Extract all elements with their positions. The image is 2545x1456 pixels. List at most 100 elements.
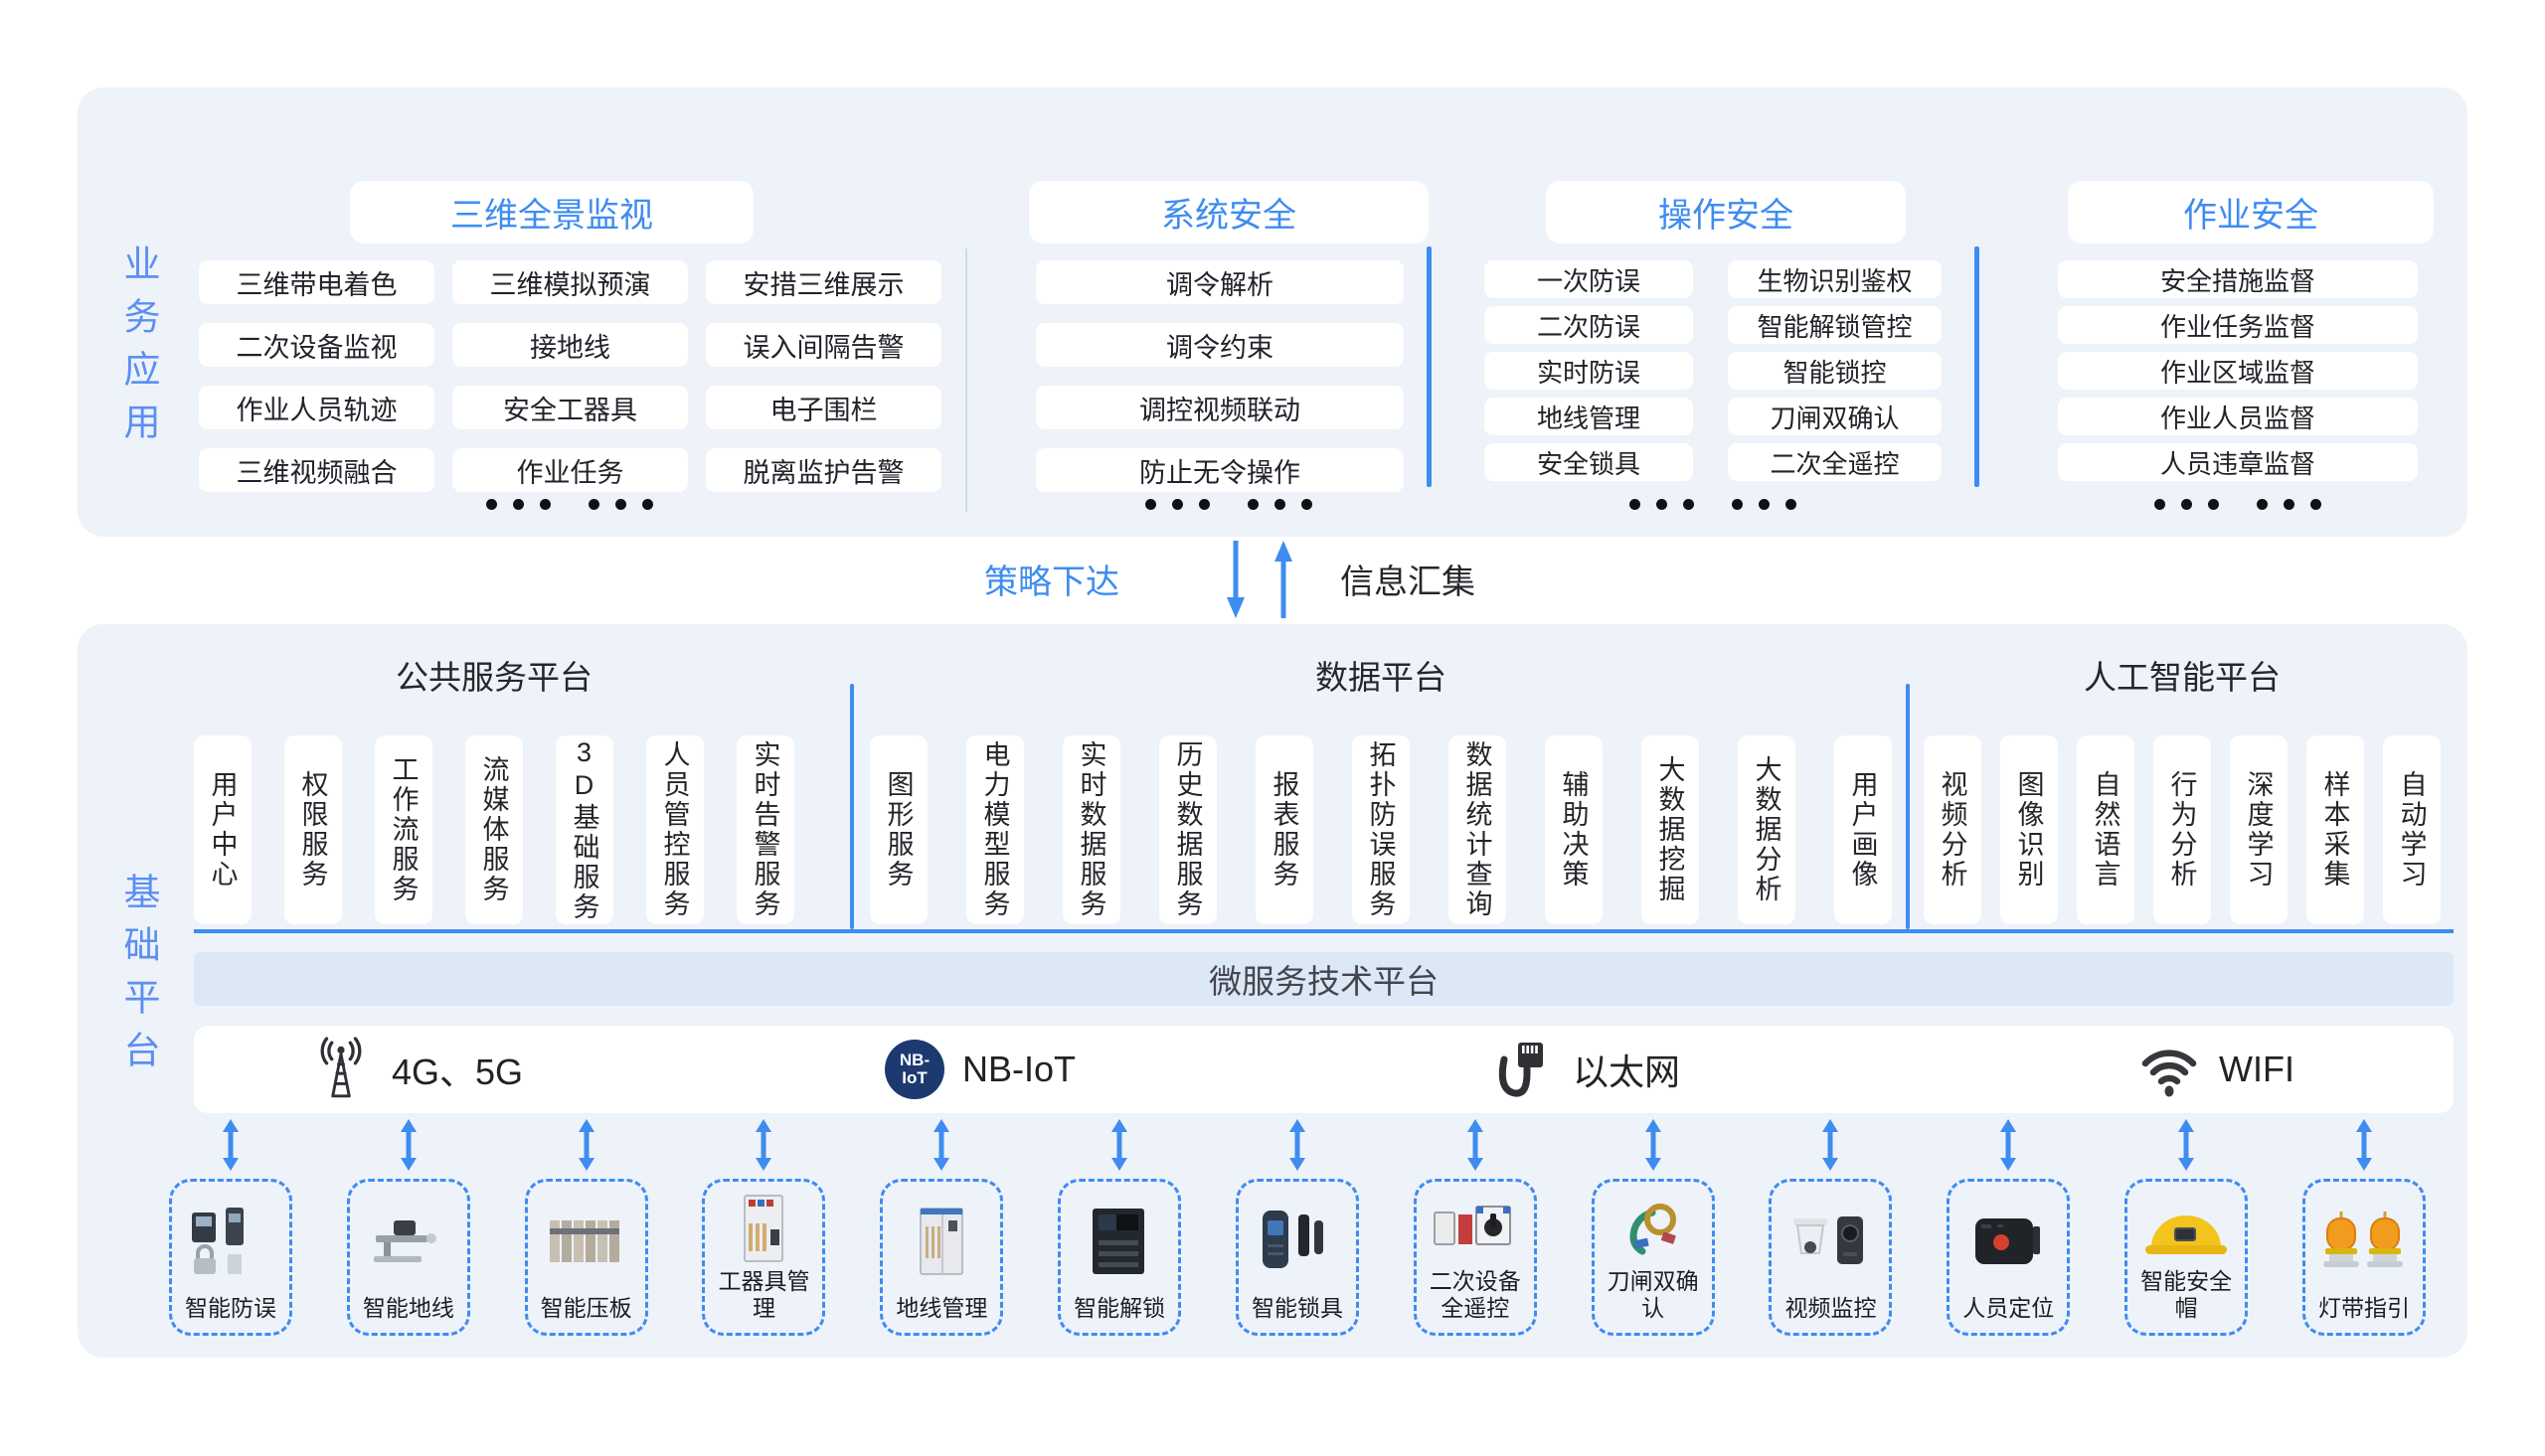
device-label: 工器具管理 <box>718 1268 810 1321</box>
group-title-operation-safety: 操作安全 <box>1546 181 1906 243</box>
device-box: 视频监控 <box>1769 1179 1893 1336</box>
device-photo-anti-misoperation <box>186 1190 275 1295</box>
platform-title-data-platform: 数据平台 <box>1315 659 1446 696</box>
device-row: 智能防误 智能地线 <box>169 1119 2426 1336</box>
group-item: 作业人员监督 <box>2058 398 2418 435</box>
network-label: 以太网 <box>1573 1052 1681 1092</box>
group-item: 误入间隔告警 <box>706 323 941 367</box>
group-item: 防止无令操作 <box>1036 448 1404 492</box>
group-item: 生物识别鉴权 <box>1728 260 1942 298</box>
device-box: 智能安全帽 <box>2124 1179 2249 1336</box>
device-photo-smart-ground-wire <box>364 1190 453 1295</box>
base-platform-panel: 基础平台 公共服务平台 数据平台 人工智能平台 用户中心权限服务工作流服务流媒体… <box>78 624 2467 1358</box>
side-label-business-apps: 业务应用 <box>118 244 159 455</box>
device-box: 智能解锁 <box>1058 1179 1182 1336</box>
platform-underline <box>194 929 2454 933</box>
service-card: 工作流服务 <box>375 735 432 924</box>
double-arrow-icon <box>2355 1119 2372 1171</box>
device-cell: 智能锁具 <box>1235 1119 1359 1336</box>
group-column: 三维模拟预演接地线安全工器具作业任务 <box>452 260 688 492</box>
group-column: 生物识别鉴权智能解锁管控智能锁控刀闸双确认二次全遥控 <box>1728 260 1942 481</box>
double-arrow-icon <box>933 1119 950 1171</box>
label-info-collection: 信息汇集 <box>1340 564 1475 601</box>
service-card: 流媒体服务 <box>465 735 523 924</box>
ellipsis-dots <box>1629 499 1796 510</box>
group-column: 一次防误二次防误实时防误地线管理安全锁具 <box>1484 260 1693 481</box>
device-photo-smart-unlock-panel <box>1075 1190 1164 1295</box>
group-item: 作业任务监督 <box>2058 306 2418 344</box>
device-photo-guide-beacons <box>2319 1190 2409 1295</box>
double-arrow-icon <box>2178 1119 2195 1171</box>
up-arrow-icon <box>1274 541 1292 618</box>
service-card: 用户中心 <box>194 735 252 924</box>
device-label: 智能锁具 <box>1251 1294 1343 1321</box>
data-platform-cards: 图形服务电力模型服务实时数据服务历史数据服务报表服务拓扑防误服务数据统计查询辅助… <box>870 735 1892 924</box>
group-item: 安全工器具 <box>452 386 688 429</box>
device-photo-video-surveillance <box>1785 1190 1875 1295</box>
group-divider-faint <box>965 248 967 512</box>
platform-divider <box>1906 684 1910 929</box>
network-label: WIFI <box>2219 1049 2294 1089</box>
double-arrow-icon <box>578 1119 594 1171</box>
group-column: 安措三维展示误入间隔告警电子围栏脱离监护告警 <box>706 260 941 492</box>
platform-title-public-services: 公共服务平台 <box>396 659 593 696</box>
device-label: 人员定位 <box>1962 1294 2055 1321</box>
device-label: 视频监控 <box>1784 1294 1877 1321</box>
device-box: 智能压板 <box>524 1179 648 1336</box>
device-cell: 视频监控 <box>1769 1119 1893 1336</box>
service-card: 行为分析 <box>2153 735 2211 924</box>
service-card: 数据统计查询 <box>1448 735 1506 924</box>
double-arrow-icon <box>1644 1119 1661 1171</box>
group-divider <box>1427 246 1432 487</box>
device-box: 智能防误 <box>169 1179 292 1336</box>
device-cell: 人员定位 <box>1947 1119 2071 1336</box>
group-column: 三维带电着色二次设备监视作业人员轨迹三维视频融合 <box>199 260 434 492</box>
group-item: 调令约束 <box>1036 323 1404 367</box>
down-arrow-icon <box>1227 541 1245 618</box>
wifi-icon <box>2141 1050 2197 1097</box>
device-box: 灯带指引 <box>2301 1179 2426 1336</box>
group-item: 作业人员轨迹 <box>199 386 434 429</box>
service-card: 辅助决策 <box>1545 735 1603 924</box>
service-card: 深度学习 <box>2230 735 2288 924</box>
ellipsis-dots <box>2154 499 2321 510</box>
device-cell: 智能安全帽 <box>2124 1119 2249 1336</box>
device-label: 二次设备 全遥控 <box>1429 1268 1521 1321</box>
double-arrow-icon <box>1822 1119 1839 1171</box>
service-card: 图形服务 <box>870 735 928 924</box>
device-label: 智能防误 <box>185 1294 276 1321</box>
group-column: 安全措施监督作业任务监督作业区域监督作业人员监督人员违章监督 <box>2058 260 2418 481</box>
side-label-base-platform: 基础平台 <box>118 873 159 1083</box>
device-label: 刀闸双确认 <box>1607 1268 1699 1321</box>
group-item: 电子围栏 <box>706 386 941 429</box>
device-box: 地线管理 <box>880 1179 1004 1336</box>
device-label: 智能地线 <box>362 1294 454 1321</box>
group-item: 接地线 <box>452 323 688 367</box>
device-cell: 智能解锁 <box>1058 1119 1182 1336</box>
group-column: 调令解析调令约束调控视频联动防止无令操作 <box>1036 260 1404 492</box>
nbiot-badge-line1: NB- <box>899 1051 931 1070</box>
service-card: 历史数据服务 <box>1159 735 1217 924</box>
network-item-nbiot: NB- IoT NB-IoT <box>885 1026 1076 1113</box>
network-item-wifi: WIFI <box>2137 1026 2294 1113</box>
device-cell: 智能地线 <box>346 1119 470 1336</box>
device-label: 地线管理 <box>896 1294 988 1321</box>
group-item: 智能锁控 <box>1728 352 1942 390</box>
service-card: 拓扑防误服务 <box>1352 735 1410 924</box>
group-item: 作业任务 <box>452 448 688 492</box>
group-title-3d-monitoring: 三维全景监视 <box>350 181 754 243</box>
device-cell: 二次设备 全遥控 <box>1413 1119 1537 1336</box>
device-cell: 地线管理 <box>880 1119 1004 1336</box>
nbiot-badge-icon: NB- IoT <box>885 1040 944 1099</box>
group-title-system-security: 系统安全 <box>1029 181 1429 243</box>
group-item: 二次设备监视 <box>199 323 434 367</box>
device-cell: 刀闸双确认 <box>1591 1119 1715 1336</box>
label-strategy-dispatch: 策略下达 <box>984 564 1119 601</box>
service-card: 权限服务 <box>284 735 342 924</box>
group-item: 安措三维展示 <box>706 260 941 304</box>
device-photo-smart-pressure-plate <box>542 1190 631 1295</box>
double-arrow-icon <box>400 1119 417 1171</box>
group-item: 安全措施监督 <box>2058 260 2418 298</box>
device-photo-secondary-remote-switches <box>1431 1190 1520 1268</box>
